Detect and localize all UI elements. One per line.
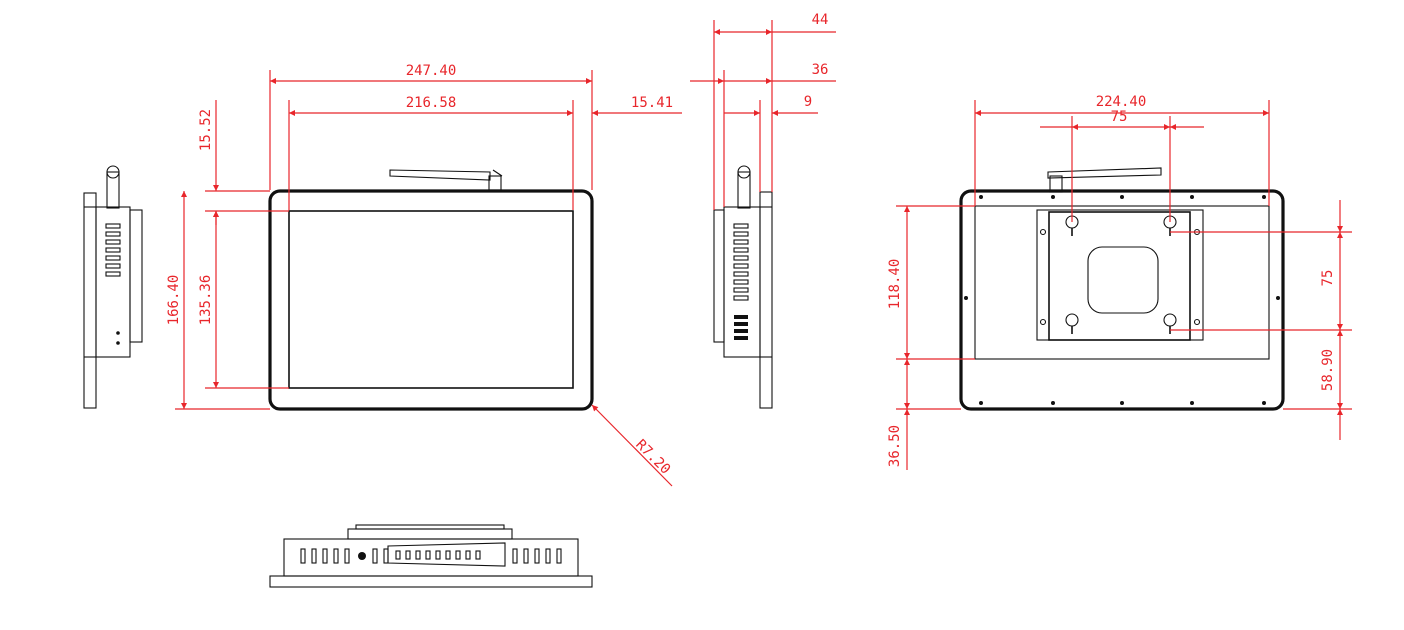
left-side-vents <box>105 223 121 277</box>
back-view <box>959 167 1285 411</box>
bottom-vents <box>300 548 562 564</box>
antenna <box>389 169 503 191</box>
vesa-mount-plate <box>1036 209 1204 341</box>
dim-back-offset: 36.50 <box>887 425 903 467</box>
depth-dimensions: 44 36 9 <box>690 12 836 210</box>
dim-back-width: 224.40 <box>1096 94 1147 110</box>
dim-corner-radius: R7.20 <box>632 437 673 478</box>
dim-depth-total: 44 <box>812 12 829 28</box>
dim-height-total: 166.40 <box>166 275 182 326</box>
dim-vesa-horizontal: 75 <box>1111 109 1128 125</box>
dim-back-height: 118.40 <box>887 259 903 310</box>
back-screws <box>964 195 1280 405</box>
left-side-view <box>83 165 143 409</box>
dim-width-screen: 216.58 <box>406 95 457 111</box>
right-side-vents <box>733 223 749 301</box>
dim-vesa-vertical: 75 <box>1320 270 1336 287</box>
right-side-view <box>713 165 773 409</box>
bottom-antenna <box>387 542 506 567</box>
dim-height-screen: 135.36 <box>198 275 214 326</box>
right-side-ports <box>734 315 748 340</box>
front-dimensions: 247.40 216.58 15.41 15.52 166.40 135.36 … <box>166 63 682 487</box>
back-antenna <box>1047 167 1162 193</box>
front-view <box>268 169 594 411</box>
dim-back-bottom: 58.90 <box>1320 349 1336 391</box>
dim-bezel-right: 15.41 <box>631 95 673 111</box>
bottom-view <box>269 524 593 588</box>
dim-width-total: 247.40 <box>406 63 457 79</box>
dim-depth-body: 36 <box>812 62 829 78</box>
back-dimensions: 224.40 75 75 58.90 118.40 36.50 <box>887 94 1352 470</box>
dim-top-bezel: 15.52 <box>198 109 214 151</box>
dim-depth-panel: 9 <box>804 94 812 110</box>
